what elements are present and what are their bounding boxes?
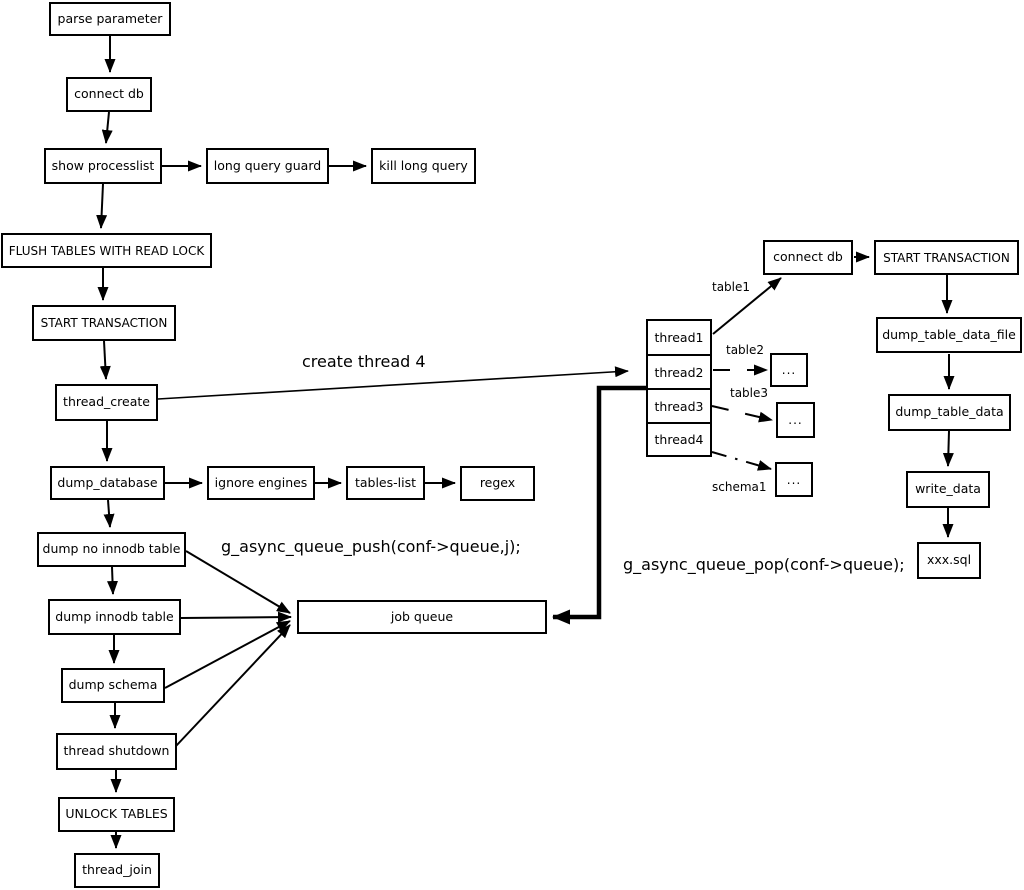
node-thread-shutdown: thread shutdown [56, 733, 177, 770]
node-start-transaction-main: START TRANSACTION [32, 305, 176, 341]
node-xxx-sql-label: xxx.sql [926, 552, 972, 568]
label-table2: table2 [726, 343, 765, 357]
node-dump-no-innodb-table-label: dump no innodb table [42, 541, 181, 557]
node-write-data-label: write_data [915, 481, 981, 497]
node-ignore-engines: ignore engines [207, 466, 315, 500]
label-create-thread4: create thread 4 [302, 352, 426, 371]
node-table2-dots-label: ... [781, 363, 797, 377]
node-job-queue: job queue [297, 600, 547, 634]
node-thread3: thread3 [646, 388, 712, 424]
node-thread4: thread4 [646, 422, 712, 457]
node-thread2: thread2 [646, 354, 712, 390]
node-parse-parameter: parse parameter [49, 2, 171, 36]
label-queue-pop: g_async_queue_pop(conf->queue); [623, 555, 905, 574]
node-thread2-label: thread2 [654, 364, 704, 380]
node-kill-long-query: kill long query [371, 148, 476, 184]
node-thread-create: thread_create [55, 384, 158, 421]
node-connect-db-main: connect db [66, 77, 152, 112]
node-schema1-dots: ... [775, 462, 813, 497]
node-dump-schema-label: dump schema [68, 677, 158, 693]
edge-thread3-table3 [711, 405, 773, 423]
node-unlock-tables: UNLOCK TABLES [58, 797, 175, 832]
edge-thread4-schema1 [711, 451, 772, 471]
node-table3-dots: ... [776, 402, 815, 438]
node-dump-table-data-file: dump_table_data_file [876, 317, 1022, 353]
label-queue-push: g_async_queue_push(conf->queue,j); [221, 537, 521, 556]
node-thread-join-label: thread_join [82, 862, 152, 878]
node-dump-no-innodb-table: dump no innodb table [37, 532, 186, 567]
node-tables-list-label: tables-list [354, 474, 417, 490]
node-tables-list: tables-list [346, 466, 425, 500]
edge-queue-pop [552, 385, 646, 625]
main-chain-edges [96, 36, 122, 849]
edge-create-thread4 [157, 366, 629, 400]
worker-chain-edges [941, 275, 955, 538]
edge-thread1-connect-db [712, 277, 782, 335]
node-show-processlist-label: show processlist [51, 157, 155, 173]
label-table1: table1 [712, 280, 751, 294]
node-start-transaction-worker: START TRANSACTION [874, 240, 1019, 275]
node-dump-database: dump_database [50, 466, 165, 500]
node-connect-db-main-label: connect db [74, 86, 144, 102]
node-regex-label: regex [479, 475, 516, 491]
label-table3: table3 [730, 386, 769, 400]
node-table3-dots-label: ... [788, 413, 803, 427]
node-connect-db-worker: connect db [763, 240, 853, 275]
node-dump-table-data-file-label: dump_table_data_file [882, 326, 1016, 342]
node-dump-schema: dump schema [61, 668, 165, 703]
node-start-transaction-main-label: START TRANSACTION [40, 316, 168, 330]
node-dump-table-data-label: dump_table_data [895, 404, 1004, 420]
node-thread-shutdown-label: thread shutdown [63, 743, 170, 759]
node-connect-db-worker-label: connect db [773, 249, 843, 265]
side-chain-edges [162, 160, 870, 489]
node-schema1-dots-label: ... [786, 472, 802, 487]
node-thread3-label: thread3 [654, 398, 704, 414]
node-thread1: thread1 [646, 319, 712, 356]
node-show-processlist: show processlist [44, 148, 162, 184]
node-flush-tables-label: FLUSH TABLES WITH READ LOCK [8, 243, 205, 258]
node-long-query-guard-label: long query guard [213, 157, 322, 173]
node-job-queue-label: job queue [390, 608, 454, 624]
node-flush-tables: FLUSH TABLES WITH READ LOCK [1, 233, 212, 268]
queue-push-edges [164, 550, 292, 747]
node-thread-join: thread_join [74, 853, 160, 888]
node-thread-create-label: thread_create [63, 394, 150, 410]
node-write-data: write_data [906, 471, 990, 508]
label-schema1: schema1 [712, 480, 767, 494]
node-kill-long-query-label: kill long query [379, 157, 468, 173]
node-parse-parameter-label: parse parameter [57, 10, 163, 26]
node-table2-dots: ... [770, 353, 808, 387]
node-start-transaction-worker-label: START TRANSACTION [883, 250, 1010, 265]
node-long-query-guard: long query guard [206, 148, 329, 184]
node-ignore-engines-label: ignore engines [214, 474, 308, 490]
node-dump-database-label: dump_database [57, 474, 158, 490]
node-dump-table-data: dump_table_data [888, 394, 1011, 431]
node-regex: regex [460, 466, 535, 501]
node-thread4-label: thread4 [654, 432, 704, 447]
node-unlock-tables-label: UNLOCK TABLES [65, 806, 168, 822]
node-xxx-sql: xxx.sql [917, 542, 981, 579]
node-dump-innodb-table: dump innodb table [48, 599, 181, 635]
node-thread1-label: thread1 [654, 330, 704, 345]
node-dump-innodb-table-label: dump innodb table [55, 608, 174, 624]
